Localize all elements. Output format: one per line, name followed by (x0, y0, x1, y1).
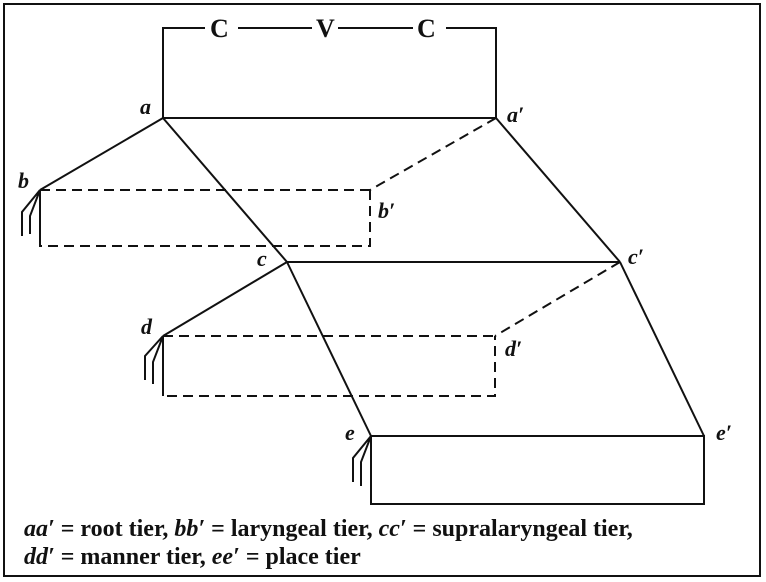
fold-mark-d (144, 335, 164, 384)
fold-mark-b (21, 189, 41, 236)
node-e-prime-label: e′ (716, 420, 732, 445)
c-prime-to-d-prime-line (494, 261, 621, 337)
a-to-b-line (39, 117, 164, 191)
figure-frame (3, 3, 761, 577)
node-a-prime-label: a′ (507, 102, 524, 127)
node-c-label: c (257, 246, 267, 271)
caption-text: = root tier, (54, 516, 175, 542)
caption-symbol: dd′ (24, 544, 55, 570)
caption-symbol: aa′ (24, 516, 55, 542)
c-to-e-line (286, 261, 372, 437)
skeleton-bracket (162, 27, 497, 118)
node-c-prime-label: c′ (628, 244, 644, 269)
caption-symbol: bb′ (174, 516, 206, 542)
node-e-label: e (345, 420, 355, 445)
node-b-label: b (18, 168, 29, 193)
a-to-c-line (162, 117, 288, 263)
caption-symbol: cc′ (378, 516, 407, 542)
node-d-label: d (141, 314, 153, 339)
a-prime-to-c-prime-line (495, 117, 621, 263)
caption-text: = laryngeal tier, (205, 516, 379, 542)
place-plane (370, 435, 705, 505)
skeleton-c1-label: C (210, 14, 229, 43)
node-b-prime-label: b′ (378, 198, 395, 223)
skeleton-v-label: V (316, 14, 335, 43)
fold-mark-e (352, 435, 372, 486)
caption-text: = supralaryngeal tier, (406, 516, 633, 542)
c-prime-to-e-prime-line (619, 261, 705, 437)
caption-text: = manner tier, (54, 544, 212, 570)
laryngeal-plane (39, 190, 371, 247)
node-a-label: a (140, 94, 151, 119)
caption-line-1: aa′ = root tier, bb′ = laryngeal tier, c… (24, 515, 754, 543)
node-d-prime-label: d′ (505, 336, 522, 361)
manner-plane (162, 336, 496, 397)
figure-caption: aa′ = root tier, bb′ = laryngeal tier, c… (24, 515, 754, 571)
a-prime-to-b-prime-line (369, 117, 497, 191)
c-to-d-line (162, 261, 288, 337)
caption-text: = place tier (239, 544, 361, 570)
skeleton-c2-label: C (417, 14, 436, 43)
caption-symbol: ee′ (211, 544, 240, 570)
caption-line-2: dd′ = manner tier, ee′ = place tier (24, 543, 754, 571)
